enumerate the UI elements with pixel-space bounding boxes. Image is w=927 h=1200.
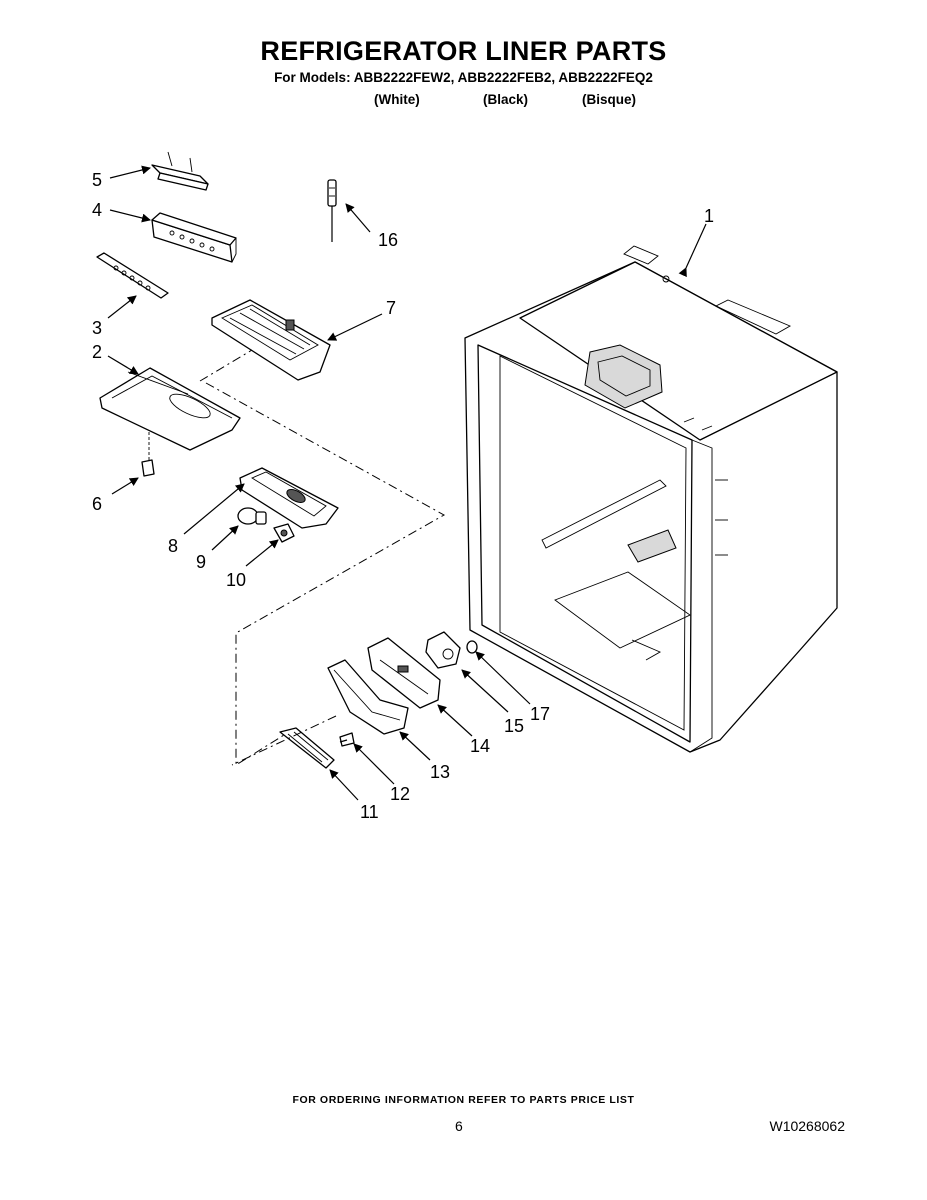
part-2-cover [99, 367, 241, 451]
page-title: REFRIGERATOR LINER PARTS [260, 36, 667, 66]
part-5 [151, 151, 209, 191]
callout-14: 14 [470, 736, 490, 756]
part-4 [151, 212, 237, 263]
callout-7: 7 [386, 298, 396, 318]
part-8-housing [239, 467, 339, 529]
callout-1: 1 [704, 206, 714, 226]
part-13-cover [327, 659, 409, 735]
callout-labels: 1 2 3 4 5 6 7 8 9 10 11 12 13 14 15 16 1… [92, 170, 714, 822]
part-10-socket [273, 523, 295, 543]
callout-12: 12 [390, 784, 410, 804]
callout-3: 3 [92, 318, 102, 338]
callout-11: 11 [360, 802, 379, 822]
part-6-switch [141, 432, 155, 477]
part-11-lens [279, 727, 335, 769]
callout-13: 13 [430, 762, 450, 782]
color-black: (Black) [483, 92, 529, 107]
part-3 [96, 252, 169, 299]
part-9-bulb [237, 507, 267, 525]
callout-17: 17 [530, 704, 550, 724]
model-list: For Models: ABB2222FEW2, ABB2222FEB2, AB… [274, 70, 653, 85]
ordering-note: FOR ORDERING INFORMATION REFER TO PARTS … [292, 1094, 635, 1106]
callout-8: 8 [168, 536, 178, 556]
assembly-guide-lines [199, 349, 446, 766]
page-number: 6 [455, 1118, 463, 1134]
callout-5: 5 [92, 170, 102, 190]
part-17-grommet [466, 640, 478, 654]
document-number: W10268062 [769, 1118, 845, 1134]
part-7-tray [211, 299, 331, 381]
liner-part-1 [464, 245, 838, 753]
callout-leaders [107, 165, 707, 801]
color-white: (White) [374, 92, 420, 107]
callout-10: 10 [226, 570, 246, 590]
callout-4: 4 [92, 200, 102, 220]
callout-16: 16 [378, 230, 398, 250]
callout-9: 9 [196, 552, 206, 572]
callout-6: 6 [92, 494, 102, 514]
part-14-housing [367, 637, 441, 709]
callout-2: 2 [92, 342, 102, 362]
callout-15: 15 [504, 716, 524, 736]
part-16-screw [327, 179, 337, 242]
color-bisque: (Bisque) [582, 92, 636, 107]
part-12-screw [339, 732, 355, 747]
part-15-valve [425, 631, 461, 669]
